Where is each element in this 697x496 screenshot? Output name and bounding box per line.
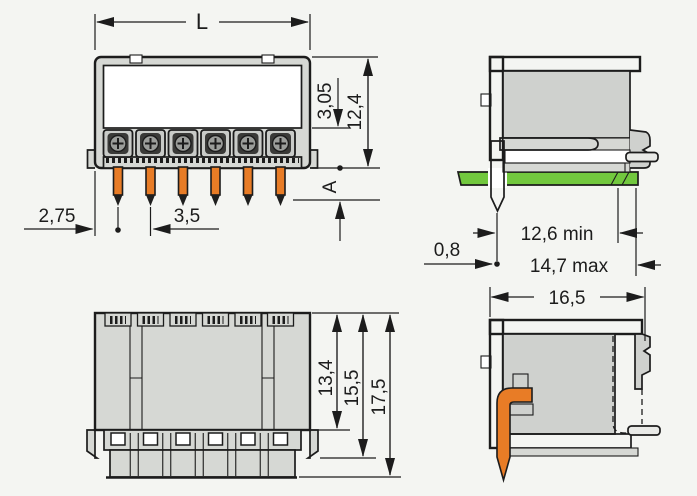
dim-label-2-75: 2,75 (39, 206, 76, 227)
dim-label-16-5: 16,5 (549, 288, 586, 309)
housing-top-wall (488, 318, 644, 336)
dim-label-12-4: 12,4 (345, 93, 366, 130)
hidden-contour (612, 336, 643, 434)
dim-label-13-4: 13,4 (316, 359, 337, 396)
dim-label-L: L (196, 9, 208, 34)
contact-cross (112, 138, 124, 149)
solder-pin-tip (211, 195, 220, 206)
rear-notch (266, 312, 295, 327)
rear-window (142, 432, 159, 446)
housing-top-notch (129, 54, 143, 64)
rear-notch (201, 312, 230, 327)
front-terminals (102, 129, 296, 206)
solder-pin-tip (276, 195, 285, 206)
front-view: L 2,75 3,5 3,05 12,4 A (24, 9, 380, 241)
rear-details (104, 312, 295, 476)
housing-top-notch (261, 54, 275, 64)
contact-cross (210, 138, 221, 149)
dim-label-17-5: 17,5 (369, 379, 390, 416)
solder-pin-tip (178, 195, 188, 206)
housing-left-wall (488, 55, 505, 162)
housing-channel (261, 313, 275, 430)
housing-cavity (102, 64, 303, 129)
rear-notch (169, 312, 197, 327)
mounting-flange-left-edge (86, 149, 95, 169)
dim-label-3-05: 3,05 (315, 83, 336, 120)
solder-pin (177, 166, 189, 196)
rear-notch (234, 312, 262, 327)
housing-bottom-wall (502, 433, 632, 449)
latch-profile (634, 333, 651, 390)
solder-pin (275, 166, 286, 196)
solder-pin (112, 166, 124, 196)
solder-pin-tip (113, 195, 123, 206)
window-band (103, 429, 302, 451)
dim-label-0-8: 0,8 (434, 240, 460, 261)
skirt-divider (259, 433, 269, 476)
skirt-divider (162, 433, 172, 476)
mating-pin (627, 425, 661, 436)
side-view-unmounted: 16,5 (480, 287, 661, 483)
pcb (456, 171, 639, 186)
rear-window (240, 432, 256, 446)
dim-label-14-7-max: 14,7 max (530, 256, 609, 277)
pcb-hatch (610, 171, 630, 186)
rear-view: 13,4 15,5 17,5 (86, 311, 401, 479)
dim-dot (494, 261, 500, 267)
rear-flange-left (86, 429, 100, 459)
solder-pin (210, 166, 221, 196)
housing-top-wall (488, 55, 642, 73)
dim-label-a: A (320, 180, 341, 193)
solder-pin-section (490, 140, 505, 214)
skirt-divider (227, 433, 237, 476)
rear-window (272, 432, 289, 446)
rear-housing (93, 311, 312, 432)
rear-notch (104, 312, 132, 327)
contact-cross (145, 138, 156, 149)
skirt-divider (194, 433, 204, 476)
contact-channel (504, 149, 631, 164)
housing-base (496, 447, 639, 457)
dim-label-12-6-min: 12,6 min (521, 224, 594, 245)
solder-pin-tip (243, 195, 253, 206)
dim-dot (115, 227, 121, 233)
solder-pin-side (496, 387, 533, 483)
housing-cavity (502, 70, 631, 139)
dim-label-3-5: 3,5 (174, 206, 200, 227)
mating-pin (625, 151, 659, 163)
ext-line-L (94, 14, 311, 50)
rear-window (207, 432, 224, 446)
solder-pin (145, 166, 156, 196)
solder-pin (242, 166, 254, 196)
carrier-hatch (502, 162, 626, 173)
skirt-divider (129, 433, 139, 476)
rear-window (175, 432, 191, 446)
housing-cavity (502, 333, 616, 435)
dim-label-15-5: 15,5 (342, 370, 363, 407)
side-view-mounted: 0,8 12,6 min 14,7 max (424, 55, 661, 277)
housing-channel (129, 313, 143, 430)
contact-cross (275, 138, 286, 149)
rear-flange-right (305, 429, 319, 459)
pcb-hole (488, 168, 507, 188)
conductor-bar (499, 137, 599, 151)
rear-notch (136, 312, 165, 327)
rear-window (110, 432, 126, 446)
dim-dot (337, 165, 343, 171)
skirt (109, 449, 296, 478)
contact-cross (177, 138, 189, 149)
contact-cross (242, 138, 254, 149)
solder-pin-tip (146, 195, 155, 206)
